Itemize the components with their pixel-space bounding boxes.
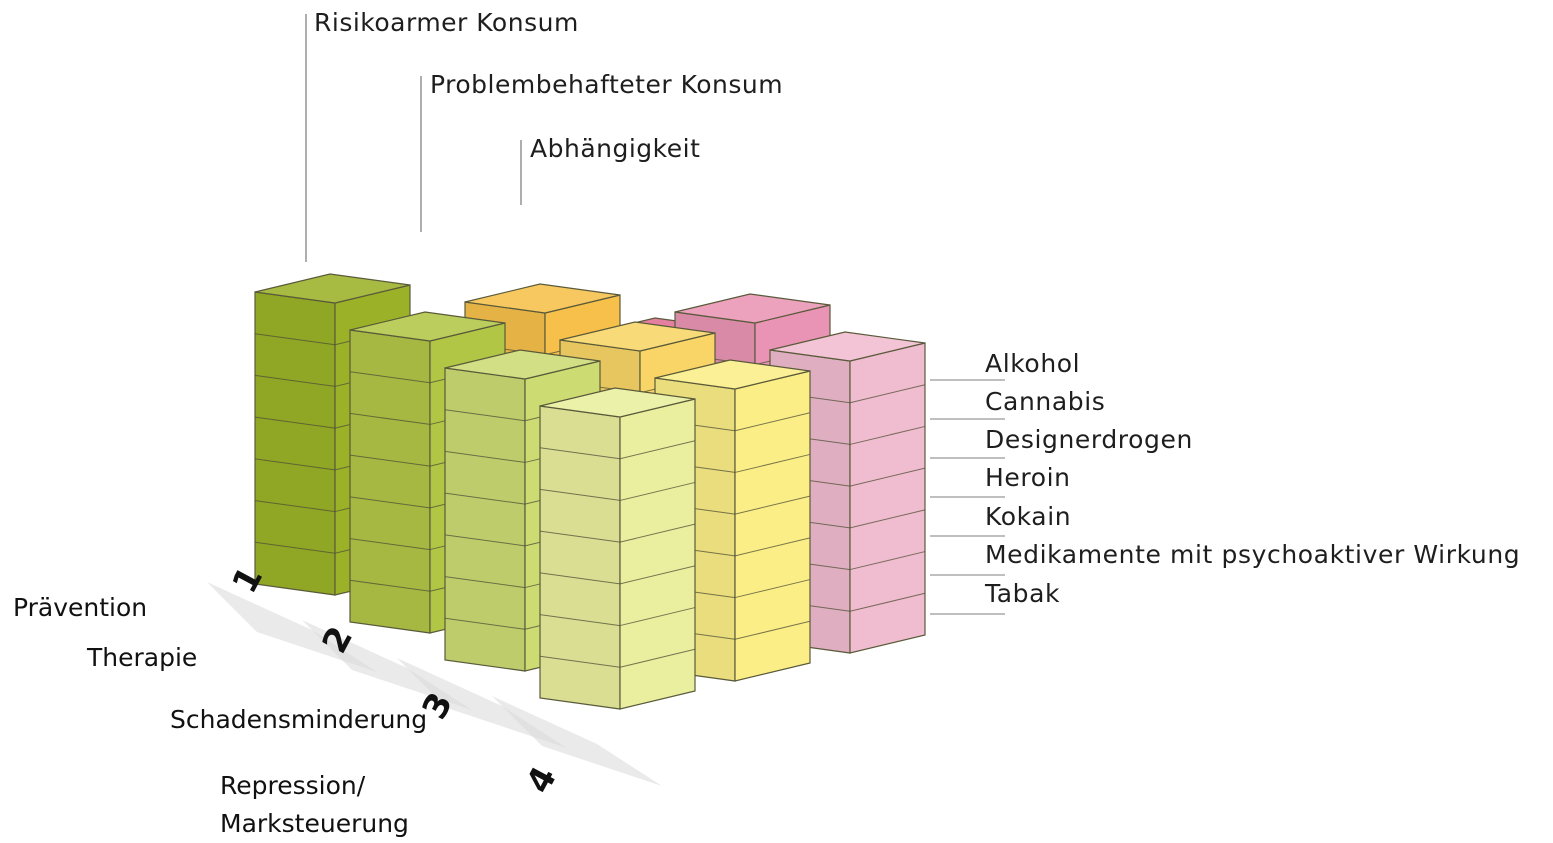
substance-label-medikamente: Medikamente mit psychoaktiver Wirkung — [985, 540, 1521, 569]
substance-label-tabak: Tabak — [985, 579, 1061, 608]
column-label-abhaengigkeit: Abhängigkeit — [530, 134, 701, 163]
pillar-shadow — [492, 696, 662, 786]
substance-label-cannabis: Cannabis — [985, 387, 1106, 416]
pillar-label-schadensminderung: Schadensminderung — [170, 705, 428, 734]
column-label-risikoarmer-konsum: Risikoarmer Konsum — [314, 8, 579, 37]
floor-shadows — [207, 582, 662, 786]
pillar-label-marksteuerung: Marksteuerung — [220, 809, 409, 838]
substance-label-alkohol: Alkohol — [985, 349, 1081, 378]
pillar-label-repression: Repression/ — [220, 771, 366, 800]
substance-label-heroin: Heroin — [985, 463, 1071, 492]
column-label-problembehafteter-konsum: Problembehafteter Konsum — [430, 70, 784, 99]
substance-label-kokain: Kokain — [985, 502, 1072, 531]
leader-lines — [305, 14, 1005, 615]
drug-cube — [539, 387, 696, 710]
substance-label-designerdrogen: Designerdrogen — [985, 425, 1193, 454]
pillar-label-therapie: Therapie — [87, 643, 198, 672]
cube-grid — [254, 273, 926, 710]
pillar-label-praevention: Prävention — [13, 593, 148, 622]
